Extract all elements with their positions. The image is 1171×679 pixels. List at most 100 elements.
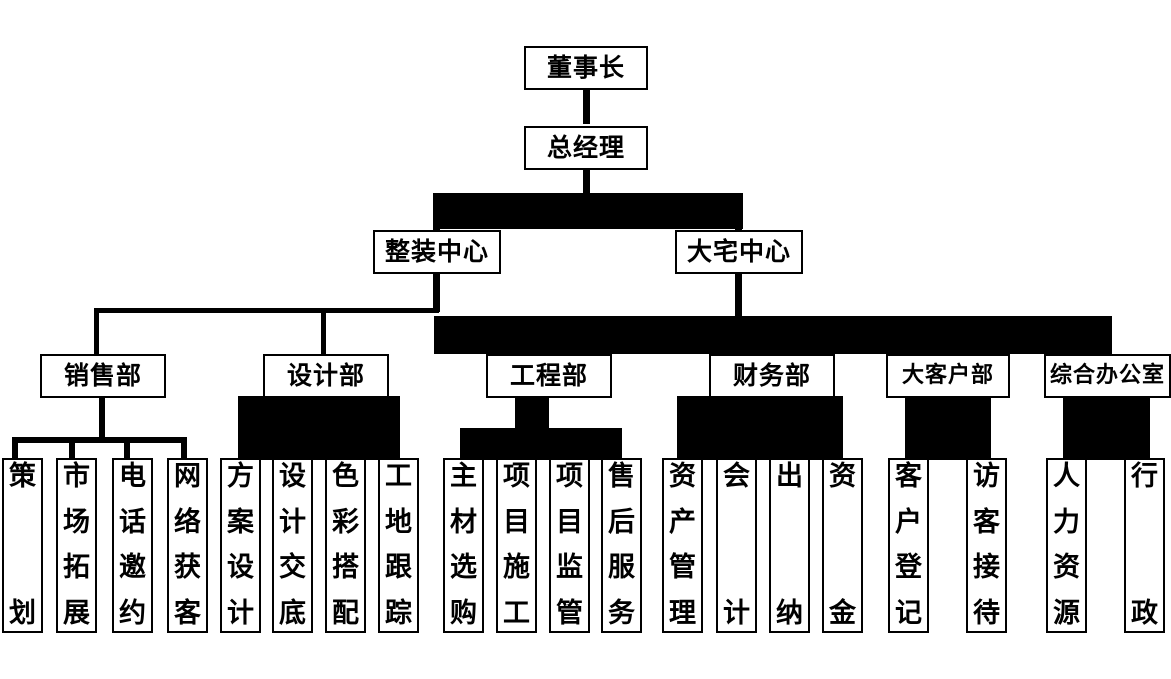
node-department-finance[interactable]: 财务部 [709, 354, 835, 398]
vertical-char: 人 [1053, 461, 1080, 492]
connector-office-block [1063, 396, 1150, 460]
leaf-design-3[interactable]: 色彩搭配 [325, 458, 366, 633]
vertical-char: 话 [119, 506, 146, 538]
vertical-char: 政 [1131, 598, 1158, 629]
connector-gm-stem [583, 170, 590, 194]
node-department-sales-label: 销售部 [63, 360, 142, 390]
vertical-char: 约 [119, 597, 146, 629]
node-department-sales[interactable]: 销售部 [40, 354, 166, 398]
leaf-design-1-text: 方案设计 [222, 463, 259, 627]
leaf-engineering-1[interactable]: 主材选购 [443, 458, 484, 633]
vertical-char: 理 [669, 597, 696, 629]
leaf-sales-4[interactable]: 网络获客 [167, 458, 208, 633]
vertical-char: 计 [227, 597, 254, 629]
leaf-finance-4[interactable]: 资金 [822, 458, 863, 633]
node-center-dazhai[interactable]: 大宅中心 [675, 230, 803, 274]
connector-sales-child-3 [124, 437, 130, 460]
leaf-engineering-4[interactable]: 售后服务 [601, 458, 642, 633]
connector-keyaccounts-block [905, 396, 991, 460]
leaf-finance-1-text: 资产管理 [664, 463, 701, 627]
vertical-char: 目 [556, 506, 583, 538]
vertical-char: 客 [973, 506, 1000, 538]
vertical-char: 管 [669, 552, 696, 584]
vertical-char: 项 [556, 461, 583, 492]
connector-centers-bar [433, 193, 743, 229]
vertical-char: 会 [723, 461, 750, 492]
vertical-char: 设 [227, 552, 254, 584]
node-department-engineering[interactable]: 工程部 [486, 354, 612, 398]
vertical-char: 访 [973, 461, 1000, 492]
vertical-char: 场 [63, 506, 90, 538]
node-general-manager-label: 总经理 [546, 132, 625, 162]
vertical-char: 踪 [385, 597, 412, 629]
leaf-office-1[interactable]: 人力资源 [1046, 458, 1087, 633]
node-department-office[interactable]: 综合办公室 [1044, 354, 1171, 398]
leaf-design-3-text: 色彩搭配 [327, 463, 364, 627]
node-department-office-label: 综合办公室 [1049, 363, 1165, 389]
leaf-sales-1[interactable]: 策划 [2, 458, 43, 633]
node-department-design-label: 设计部 [286, 360, 365, 390]
vertical-char: 交 [279, 552, 306, 584]
vertical-char: 配 [332, 597, 359, 629]
node-center-zhengzhuang[interactable]: 整装中心 [373, 230, 501, 274]
leaf-key-accounts-2[interactable]: 访客接待 [966, 458, 1007, 633]
node-general-manager[interactable]: 总经理 [524, 126, 648, 170]
leaf-finance-4-text: 资金 [824, 463, 861, 627]
vertical-char: 售 [608, 461, 635, 492]
connector-sales-stem [99, 398, 105, 442]
vertical-char: 案 [227, 506, 254, 538]
leaf-key-accounts-2-text: 访客接待 [968, 463, 1005, 627]
vertical-char: 计 [279, 506, 306, 538]
leaf-finance-3[interactable]: 出纳 [769, 458, 810, 633]
vertical-char: 电 [119, 461, 146, 492]
leaf-sales-2[interactable]: 市场拓展 [56, 458, 97, 633]
vertical-char: 选 [450, 552, 477, 584]
connector-dazhai-down [735, 272, 742, 317]
vertical-char: 接 [973, 552, 1000, 584]
vertical-char: 资 [1053, 552, 1080, 584]
leaf-engineering-1-text: 主材选购 [445, 463, 482, 627]
node-department-key-accounts-label: 大客户部 [901, 363, 994, 389]
vertical-char: 方 [227, 461, 254, 492]
vertical-char: 金 [829, 598, 856, 629]
leaf-office-2-text: 行政 [1126, 463, 1163, 627]
vertical-char: 服 [608, 552, 635, 584]
connector-finance-block [677, 396, 843, 460]
leaf-engineering-3[interactable]: 项目监管 [549, 458, 590, 633]
node-department-key-accounts[interactable]: 大客户部 [886, 354, 1010, 398]
leaf-key-accounts-1[interactable]: 客户登记 [888, 458, 929, 633]
vertical-char: 待 [973, 597, 1000, 629]
leaf-sales-3[interactable]: 电话邀约 [112, 458, 153, 633]
vertical-char: 后 [608, 506, 635, 538]
vertical-char: 跟 [385, 552, 412, 584]
leaf-engineering-2[interactable]: 项目施工 [496, 458, 537, 633]
vertical-char: 底 [279, 597, 306, 629]
leaf-engineering-2-text: 项目施工 [498, 463, 535, 627]
vertical-char: 务 [608, 597, 635, 629]
leaf-design-2[interactable]: 设计交底 [272, 458, 313, 633]
node-department-finance-label: 财务部 [732, 360, 811, 390]
leaf-design-1[interactable]: 方案设计 [220, 458, 261, 633]
vertical-char: 目 [503, 506, 530, 538]
leaf-design-4-text: 工地跟踪 [380, 463, 417, 627]
vertical-char: 产 [669, 506, 696, 538]
connector-sales-child-2 [69, 437, 75, 460]
leaf-engineering-4-text: 售后服务 [603, 463, 640, 627]
leaf-key-accounts-1-text: 客户登记 [890, 463, 927, 627]
leaf-office-2[interactable]: 行政 [1124, 458, 1165, 633]
vertical-char: 邀 [119, 552, 146, 584]
leaf-sales-4-text: 网络获客 [169, 463, 206, 627]
vertical-char: 色 [332, 461, 359, 492]
connector-sales-child-4 [181, 437, 187, 460]
leaf-design-4[interactable]: 工地跟踪 [378, 458, 419, 633]
leaf-finance-1[interactable]: 资产管理 [662, 458, 703, 633]
vertical-char: 市 [63, 461, 90, 492]
vertical-char: 施 [503, 552, 530, 584]
leaf-finance-2[interactable]: 会计 [716, 458, 757, 633]
leaf-sales-3-text: 电话邀约 [114, 463, 151, 627]
vertical-char: 出 [776, 461, 803, 492]
node-chairman[interactable]: 董事长 [524, 46, 648, 90]
vertical-char: 地 [385, 506, 412, 538]
node-department-design[interactable]: 设计部 [263, 354, 389, 398]
